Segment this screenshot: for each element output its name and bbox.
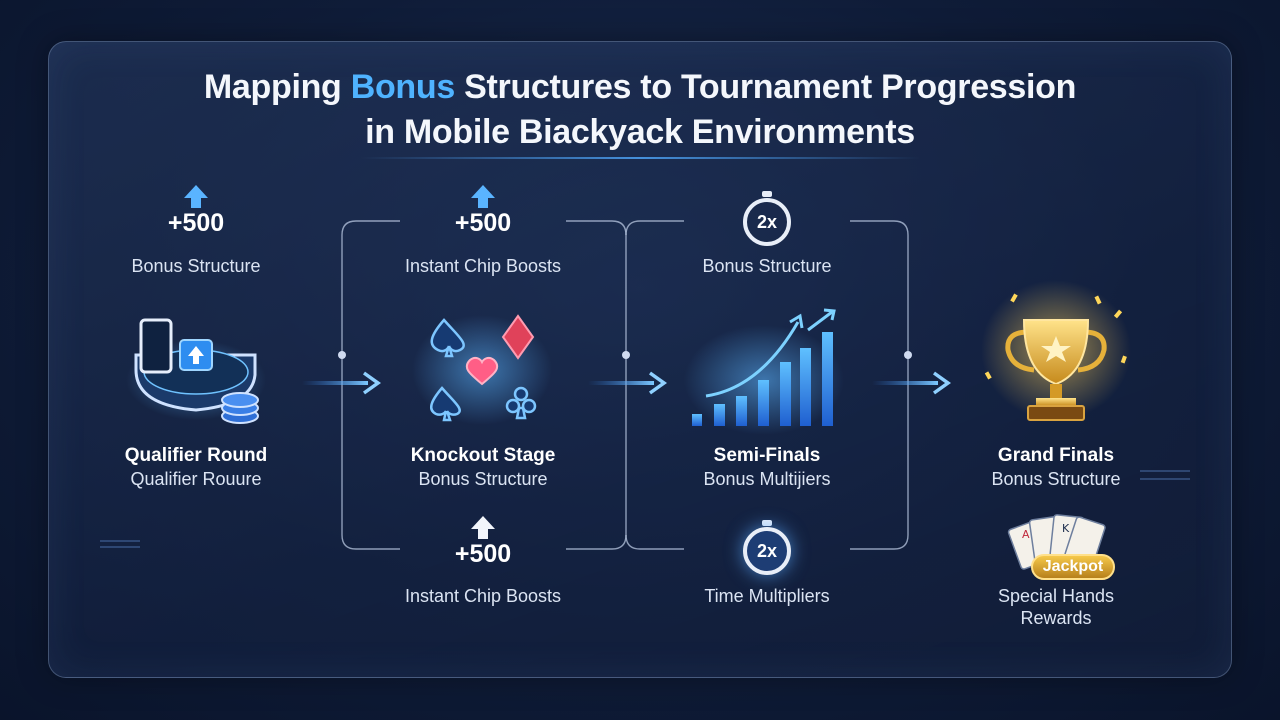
svg-text:K: K xyxy=(1062,522,1070,535)
top-label-3: Bonus Structure xyxy=(702,256,832,276)
special-hands-label: Special Hands xyxy=(997,586,1115,606)
bottom-value-1: +500 xyxy=(454,540,512,568)
jackpot-badge: Jackpot xyxy=(1031,554,1115,580)
top-value-2: +500 xyxy=(454,209,512,237)
top-label-2: Instant Chip Boosts xyxy=(404,256,562,276)
bottom-label-1: Instant Chip Boosts xyxy=(404,586,562,606)
connector-node xyxy=(622,351,630,359)
stage-sub-knockout: Bonus Structure xyxy=(418,469,548,489)
decorative-dots xyxy=(100,470,1190,548)
stopwatch-icon-knob xyxy=(762,520,772,526)
mobile-blackjack-table-icon xyxy=(126,318,266,424)
card-suits-icon xyxy=(412,314,552,425)
stage-name-semifinals: Semi-Finals xyxy=(713,445,821,466)
stage-name-qualifier: Qualifier Round xyxy=(124,445,268,466)
flow-arrow-3 xyxy=(872,371,952,395)
top-value-1: +500 xyxy=(167,209,225,237)
page-title: Mapping Bonus Structures to Tournament P… xyxy=(203,68,1077,106)
connector-node xyxy=(904,351,912,359)
growth-bar-chart-icon xyxy=(684,308,844,435)
top-label-1: Bonus Structure xyxy=(131,256,261,276)
stage-sub-qualifier: Qualifier Rouure xyxy=(130,469,262,489)
page-title-line2: in Mobile Biackyack Environments xyxy=(365,113,915,151)
stage-name-grand-finals: Grand Finals xyxy=(997,445,1115,466)
svg-text:A: A xyxy=(1022,528,1030,541)
title-highlight: Bonus xyxy=(350,68,456,106)
stopwatch-icon-knob xyxy=(762,191,772,197)
up-arrow-icon-stem xyxy=(478,198,488,208)
up-arrow-icon xyxy=(184,185,208,198)
stage-sub-semifinals: Bonus Multijiers xyxy=(703,469,831,489)
bottom-label-2: Time Multipliers xyxy=(704,586,830,606)
up-arrow-icon-stem xyxy=(191,198,201,208)
stopwatch-icon: 2x xyxy=(743,198,791,246)
flow-arrow-1 xyxy=(302,371,382,395)
rewards-label: Rewards xyxy=(1020,608,1092,628)
stage-sub-grand-finals: Bonus Structure xyxy=(991,469,1121,489)
flow-arrow-2 xyxy=(588,371,668,395)
up-arrow-icon xyxy=(471,185,495,198)
stopwatch-icon: 2x xyxy=(743,527,791,575)
connector-node xyxy=(338,351,346,359)
title-underline xyxy=(360,157,920,159)
up-arrow-icon-stem xyxy=(478,529,488,539)
up-arrow-icon xyxy=(471,516,495,529)
stage-name-knockout: Knockout Stage xyxy=(410,445,556,466)
trophy-icon xyxy=(981,280,1131,421)
